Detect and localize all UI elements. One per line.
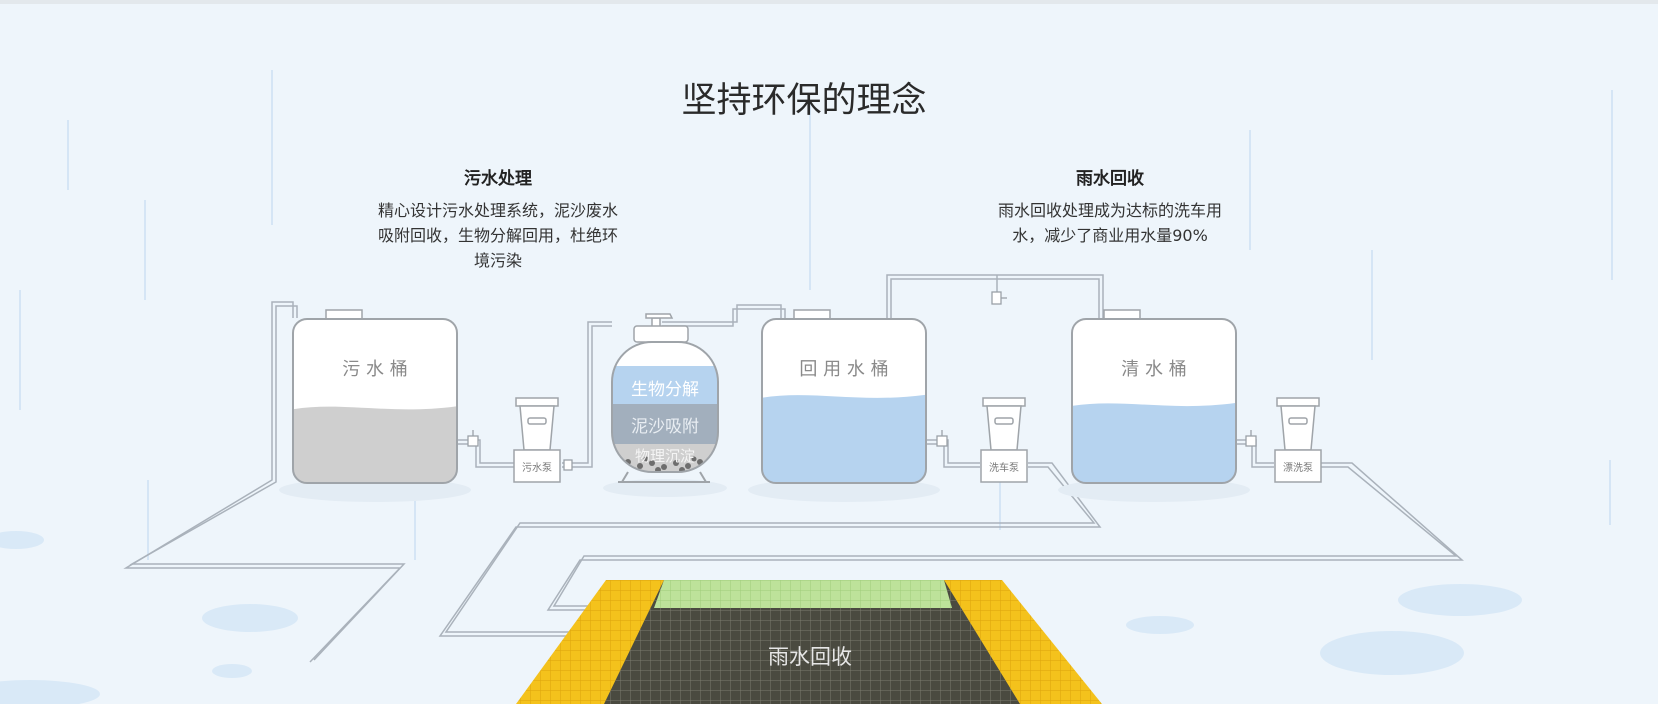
filter-layer-bottom: 物理沉淀 — [635, 447, 695, 465]
filter-vessel — [611, 313, 719, 483]
valves — [467, 291, 1257, 471]
sewage-section-desc: 精心设计污水处理系统，泥沙废水 吸附回收，生物分解回用，杜绝环 境污染 — [358, 198, 638, 273]
reuse-tank — [761, 309, 927, 484]
filter-layer-mid: 泥沙吸附 — [631, 417, 699, 437]
sewage-desc-line: 吸附回收，生物分解回用，杜绝环 — [377, 226, 618, 245]
reuse-tank-water — [762, 394, 926, 483]
wash-pump-label: 洗车泵 — [989, 461, 1019, 474]
clean-tank-water — [1072, 402, 1236, 483]
sewage-tank-water — [293, 406, 457, 483]
filter-layer-top: 生物分解 — [631, 380, 699, 400]
sewage-desc-line: 精心设计污水处理系统，泥沙废水 — [377, 201, 618, 220]
rain-section-desc: 雨水回收处理成为达标的洗车用 水，减少了商业用水量90% — [970, 198, 1250, 248]
wash-pump — [980, 397, 1028, 483]
pipes — [123, 274, 1464, 663]
sewage-pump — [513, 397, 561, 483]
rain-section-title: 雨水回收 — [1076, 169, 1144, 189]
rain-desc-line: 雨水回收处理成为达标的洗车用 — [997, 201, 1222, 220]
rain-streaks — [19, 70, 1613, 560]
top-border — [0, 0, 1658, 4]
rain-desc-line: 水，减少了商业用水量90% — [1012, 226, 1208, 245]
rinse-pump — [1274, 397, 1322, 483]
grate-label: 雨水回收 — [768, 645, 852, 669]
rinse-pump-label: 漂洗泵 — [1283, 462, 1313, 474]
sewage-tank — [292, 309, 458, 484]
sewage-tank-label: 污 水 桶 — [342, 359, 407, 380]
sewage-pump-label: 污水泵 — [522, 462, 552, 474]
puddles — [0, 531, 1522, 704]
reuse-tank-label: 回 用 水 桶 — [799, 359, 888, 380]
clean-tank — [1071, 309, 1237, 484]
page-title: 坚持环保的理念 — [681, 81, 927, 121]
clean-tank-label: 清 水 桶 — [1121, 359, 1186, 380]
sewage-section-title: 污水处理 — [464, 169, 532, 189]
rain-grate — [516, 580, 1102, 704]
sewage-desc-line: 境污染 — [473, 251, 522, 270]
